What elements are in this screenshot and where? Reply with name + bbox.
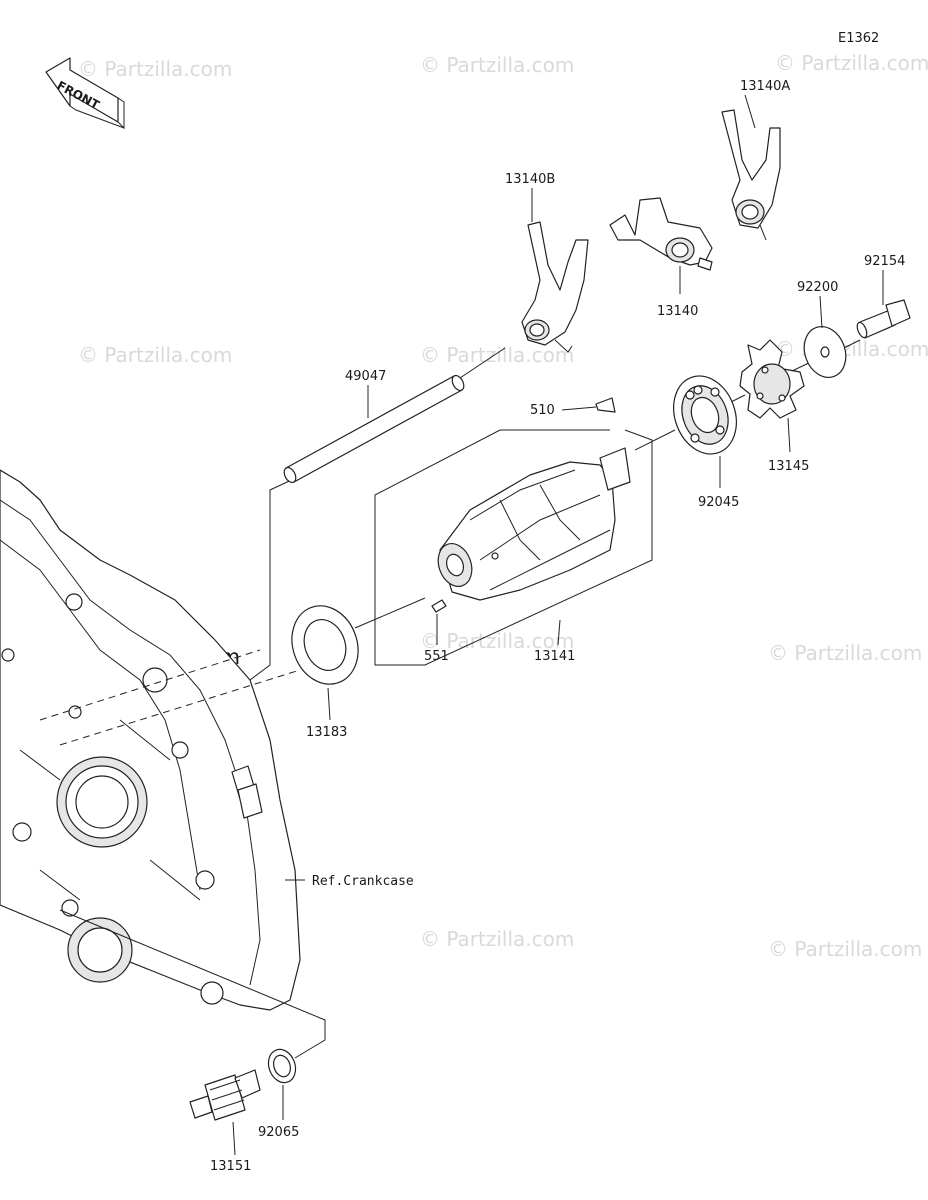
watermark: © Partzilla.com [768,641,922,665]
part-13140a-fork [721,109,781,241]
label-49047[interactable]: 49047 [345,369,386,384]
watermark: © Partzilla.com [78,343,232,367]
part-13141-drum [437,447,631,601]
part-13145-plate [739,339,805,419]
label-13140[interactable]: 13140 [657,304,698,319]
watermark: © Partzilla.com [420,629,574,653]
label-92065[interactable]: 92065 [258,1125,299,1140]
part-92200-washer [803,326,847,378]
watermark: © Partzilla.com [420,927,574,951]
part-92045-bearing [673,375,737,455]
label-13141[interactable]: 13141 [534,649,575,664]
label-leaders [232,94,884,1156]
part-13140-fork [609,197,713,271]
part-13151-switch [189,1069,261,1121]
watermark: © Partzilla.com [420,343,574,367]
watermark: © Partzilla.com [775,337,928,361]
part-92154-bolt [856,299,911,339]
label-ref-crankcase: Ref.Crankcase [312,874,414,889]
label-510[interactable]: 510 [530,403,555,418]
group-bracket [374,429,653,666]
part-labels: 13140A 13140B 13140 92154 92200 49047 51… [210,79,905,1174]
diagram-code: E1362 [838,31,879,46]
label-13140a[interactable]: 13140A [740,79,790,94]
label-92200[interactable]: 92200 [797,280,838,295]
label-13140b[interactable]: 13140B [505,172,555,187]
part-92065-washer [267,1048,297,1084]
label-13183[interactable]: 13183 [306,725,347,740]
watermark: © Partzilla.com [420,53,574,77]
watermark: © Partzilla.com [768,937,922,961]
label-551[interactable]: 551 [424,649,449,664]
watermark: © Partzilla.com [78,57,232,81]
watermark: © Partzilla.com [775,51,928,75]
part-13183-washer [291,605,359,685]
part-49047-shaft [283,374,465,484]
part-13140b-fork [521,221,589,353]
label-92045[interactable]: 92045 [698,495,739,510]
label-92154[interactable]: 92154 [864,254,905,269]
part-551-pin [431,599,447,613]
label-13145[interactable]: 13145 [768,459,809,474]
part-510-pin [595,397,616,413]
label-13151[interactable]: 13151 [210,1159,251,1174]
crankcase-drawing [0,469,301,1011]
